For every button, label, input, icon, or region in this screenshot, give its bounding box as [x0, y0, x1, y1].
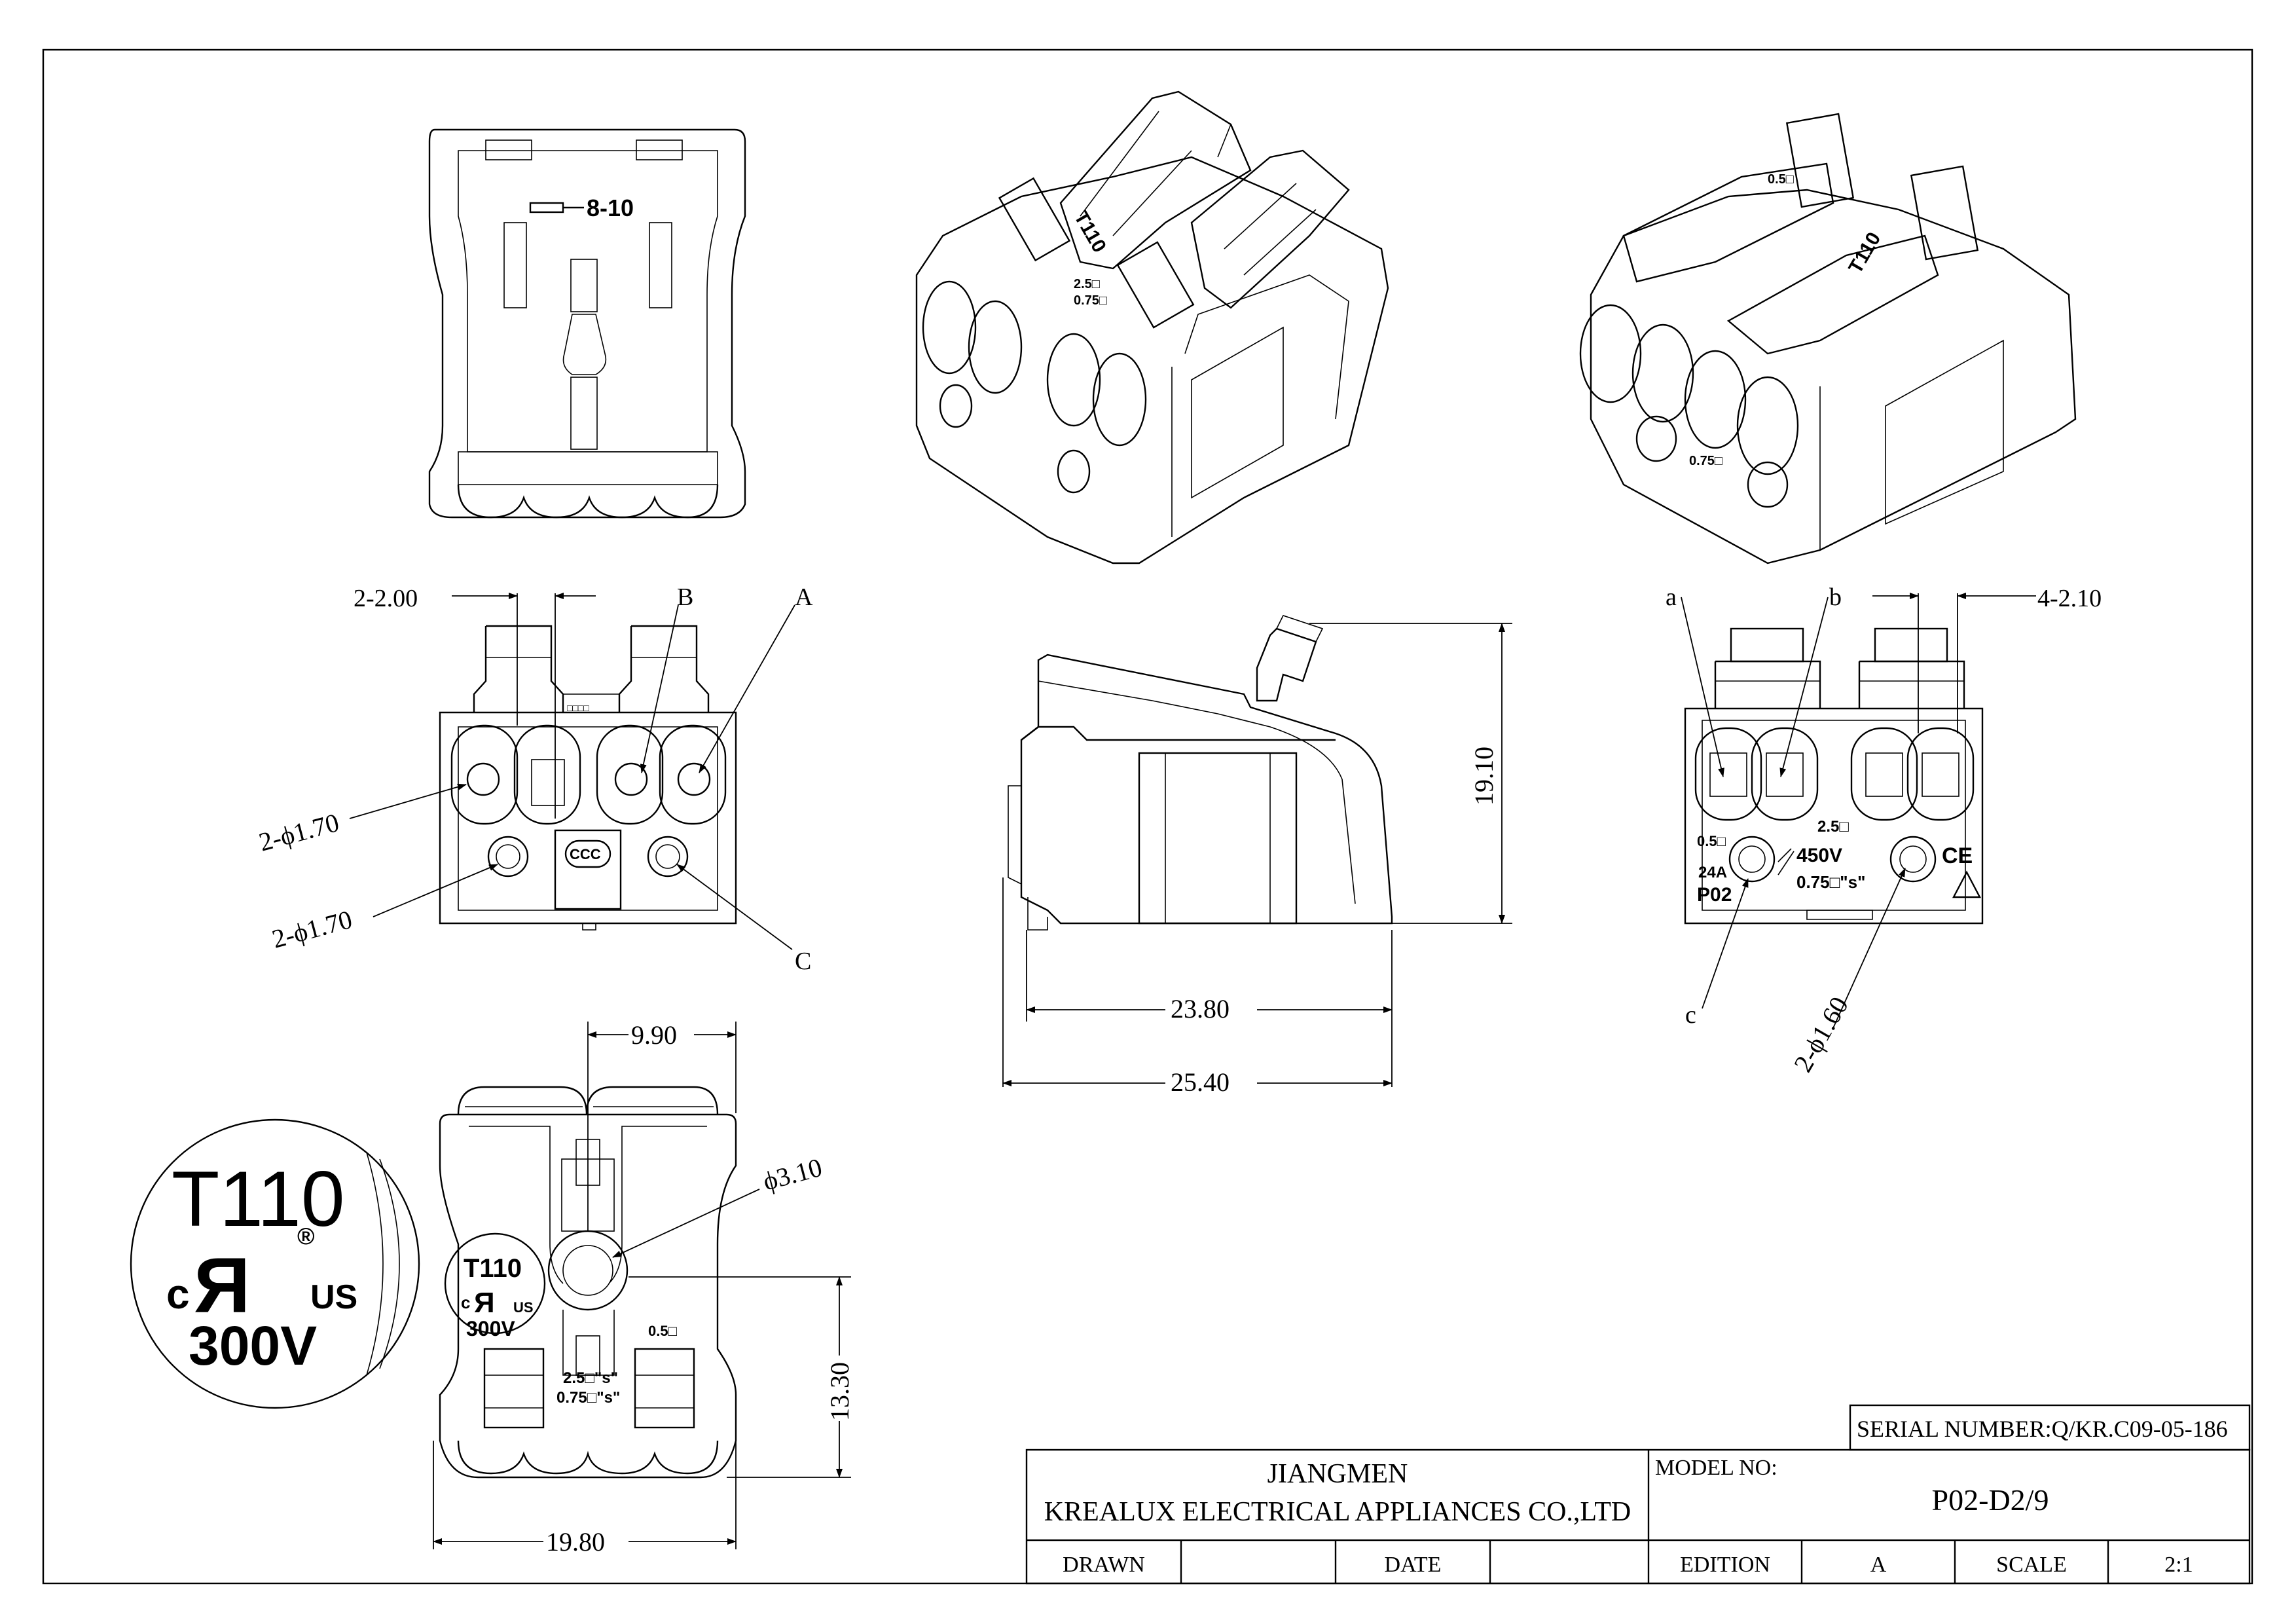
- callout-b-lower: b: [1829, 583, 1842, 611]
- model-no-value: P02-D2/9: [1932, 1483, 2049, 1517]
- dim-pitch-2-2-00: 2-2.00: [354, 585, 418, 612]
- company-name: KREALUX ELECTRICAL APPLIANCES CO.,LTD: [1044, 1497, 1631, 1527]
- svg-text:0.75□"s": 0.75□"s": [1796, 872, 1865, 892]
- rear-model-mark: P02: [1697, 884, 1732, 906]
- callout-c-lower: c: [1685, 1001, 1696, 1029]
- callout-c: C: [795, 948, 811, 975]
- svg-text:450V: 450V: [1796, 845, 1842, 866]
- svg-text:0.75□"s": 0.75□"s": [556, 1389, 620, 1407]
- side-view: 19.10 23.80 25.40: [1002, 615, 1512, 1097]
- svg-text:24A: 24A: [1698, 864, 1727, 881]
- isometric-view-rear: T110 0.5□ 0.75□: [1579, 113, 2077, 564]
- top-view: 8-10: [428, 128, 746, 519]
- svg-text:SCALE: SCALE: [1996, 1553, 2067, 1577]
- svg-text:0.75□: 0.75□: [1074, 293, 1107, 308]
- svg-text:DATE: DATE: [1385, 1553, 1442, 1577]
- svg-text:c: c: [461, 1293, 470, 1312]
- company-city: JIANGMEN: [1267, 1459, 1408, 1489]
- svg-text:US: US: [310, 1278, 357, 1316]
- dim-hole-3-10: ϕ3.10: [760, 1153, 826, 1196]
- svg-text:0.5□: 0.5□: [1768, 172, 1794, 187]
- scale-value: 2:1: [2164, 1553, 2193, 1577]
- serial-number: SERIAL NUMBER:Q/KR.C09-05-186: [1857, 1416, 2228, 1442]
- dim-hole-rear: 2-ϕ1.60: [1788, 991, 1854, 1077]
- svg-text:2.5□"s": 2.5□"s": [563, 1369, 618, 1387]
- svg-text:DRAWN: DRAWN: [1063, 1553, 1145, 1577]
- rear-view: 0.5□ 2.5□ 450V 24A P02 0.75□"s" CE a b c…: [1666, 583, 2102, 1077]
- isometric-view-front: T110 2.5□ 0.75□: [915, 90, 1389, 564]
- svg-text:US: US: [513, 1299, 534, 1316]
- svg-text:2.5□: 2.5□: [1817, 818, 1849, 836]
- dim-hole-upper: 2-ϕ1.70: [256, 807, 342, 857]
- drawing-border: [42, 48, 2253, 1585]
- dim-pitch-4-2-10: 4-2.10: [2037, 585, 2102, 612]
- svg-text:®: ®: [297, 1223, 315, 1249]
- model-no-label: MODEL NO:: [1655, 1456, 1777, 1480]
- detail-t110: T110: [172, 1155, 345, 1243]
- callout-b: B: [677, 583, 693, 611]
- bottom-view: T110 c Я US 300V 0.5□ 2.5□"s" 0.75□"s" 9…: [433, 1020, 854, 1557]
- dim-inner-23-80: 23.80: [1171, 994, 1230, 1024]
- svg-text:300V: 300V: [466, 1317, 515, 1340]
- dim-hole-lower: 2-ϕ1.70: [269, 904, 355, 954]
- svg-text:Я: Я: [474, 1287, 495, 1319]
- callout-a: A: [795, 583, 813, 611]
- ce-mark: CE: [1942, 843, 1973, 868]
- title-block: SERIAL NUMBER:Q/KR.C09-05-186 JIANGMEN K…: [1025, 1404, 2251, 1585]
- wire-strip-length-label: 8-10: [587, 194, 634, 221]
- dim-overall-25-40: 25.40: [1171, 1067, 1230, 1097]
- svg-text:T110: T110: [1844, 229, 1885, 277]
- svg-text:EDITION: EDITION: [1680, 1553, 1770, 1577]
- ul-recognized-mark: Я: [194, 1242, 250, 1329]
- svg-text:T110: T110: [464, 1254, 522, 1283]
- svg-text:0.5□: 0.5□: [648, 1323, 677, 1339]
- svg-text:□□□□: □□□□: [567, 703, 589, 713]
- svg-text:0.75□: 0.75□: [1689, 454, 1722, 468]
- detail-300v: 300V: [189, 1315, 317, 1376]
- detail-certification-circle: T110 c Я ® US 300V: [130, 1118, 420, 1409]
- front-view: □□□□ CCC 2-2.00 B A 2-ϕ1.70 2-ϕ1.70 C: [256, 583, 813, 975]
- svg-text:c: c: [166, 1270, 190, 1318]
- svg-text:2.5□: 2.5□: [1074, 277, 1100, 291]
- dim-width-19-80: 19.80: [546, 1527, 605, 1557]
- dim-center-9-90: 9.90: [631, 1020, 677, 1050]
- edition-value: A: [1870, 1553, 1887, 1577]
- callout-a-lower: a: [1666, 583, 1677, 611]
- svg-text:0.5□: 0.5□: [1697, 833, 1726, 849]
- dim-height-13-30: 13.30: [825, 1362, 854, 1421]
- dim-height-19-10: 19.10: [1469, 747, 1499, 805]
- ccc-certification-mark: CCC: [570, 846, 601, 862]
